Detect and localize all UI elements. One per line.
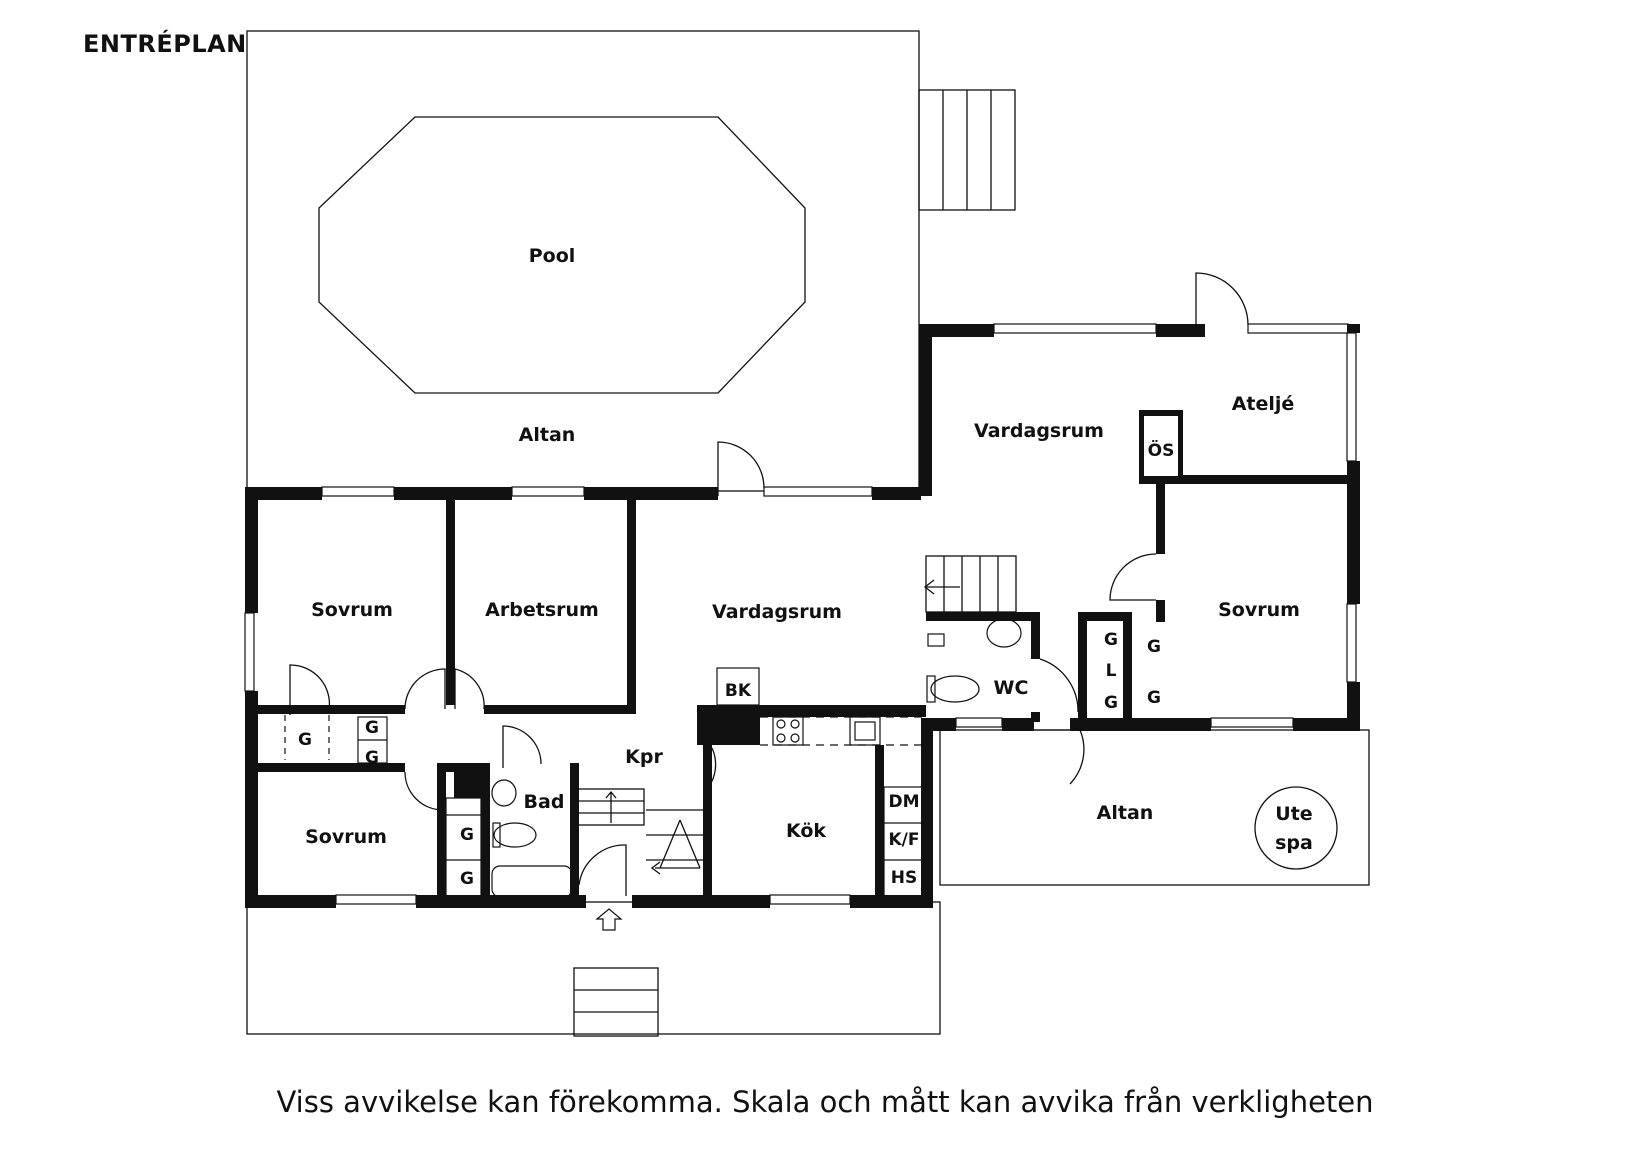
closet-label: G [298,730,312,750]
room-label-arbetsrum: Arbetsrum [485,599,599,621]
disclaimer-text: Viss avvikelse kan förekomma. Skala och … [276,1085,1374,1119]
room-label-atelje: Ateljé [1232,393,1295,415]
room-label-kpr: Kpr [625,746,663,768]
pool-outline [318,116,806,394]
closet-label: G [460,778,474,798]
toilet-icon [493,822,537,848]
top-terrace-outline [246,30,920,492]
bottom-terrace-outline [246,901,941,1035]
spa-outline [1254,786,1338,870]
outdoor-outlines [246,30,1370,1037]
closet-label-l: L [1106,661,1117,681]
room-label-vardagsrum-right: Vardagsrum [974,420,1104,442]
kf-label: K/F [889,830,920,850]
room-label-kok: Kök [786,820,826,842]
room-label-vardagsrum-main: Vardagsrum [712,601,842,623]
room-label-altan-top: Altan [519,424,576,446]
closet-label: G [460,869,474,889]
closet-box [445,797,482,899]
floor-title: ENTRÉPLAN [83,30,247,58]
room-label-sovrum-right: Sovrum [1218,599,1300,621]
entrance-steps [573,967,659,1037]
room-label-pool: Pool [529,245,576,267]
room-label-sovrum-bl: Sovrum [305,826,387,848]
os-box [1144,416,1178,476]
shower-icon [927,633,945,647]
wc-toilet-icon [930,675,980,703]
spa-label-line1: Ute [1275,803,1312,825]
bk-box [716,667,760,706]
closet-label: G [365,718,379,738]
room-label-bad: Bad [524,791,565,813]
hs-label: HS [891,868,917,888]
closet-label: G [365,748,379,768]
room-label-sovrum-tl: Sovrum [311,599,393,621]
entrance-arrow-icon [595,908,623,931]
closet-label: G [1147,637,1161,657]
bathtub-icon [491,865,573,898]
dm-label: DM [888,792,919,812]
room-label-altan-right: Altan [1097,802,1154,824]
sink-icon [491,779,517,807]
spa-label-line2: spa [1275,832,1313,854]
closet-label: G [1104,693,1118,713]
closet-label: G [460,825,474,845]
stair-right [925,555,1017,613]
appliance-column [883,786,926,898]
closet-label: G [1147,688,1161,708]
door-swings [289,272,1249,896]
closet-label: G [1104,630,1118,650]
room-label-wc: WC [994,677,1029,699]
wc-sink-icon [986,618,1022,648]
os-label: ÖS [1148,439,1175,461]
walls [245,324,1360,908]
bk-label: BK [725,681,752,701]
